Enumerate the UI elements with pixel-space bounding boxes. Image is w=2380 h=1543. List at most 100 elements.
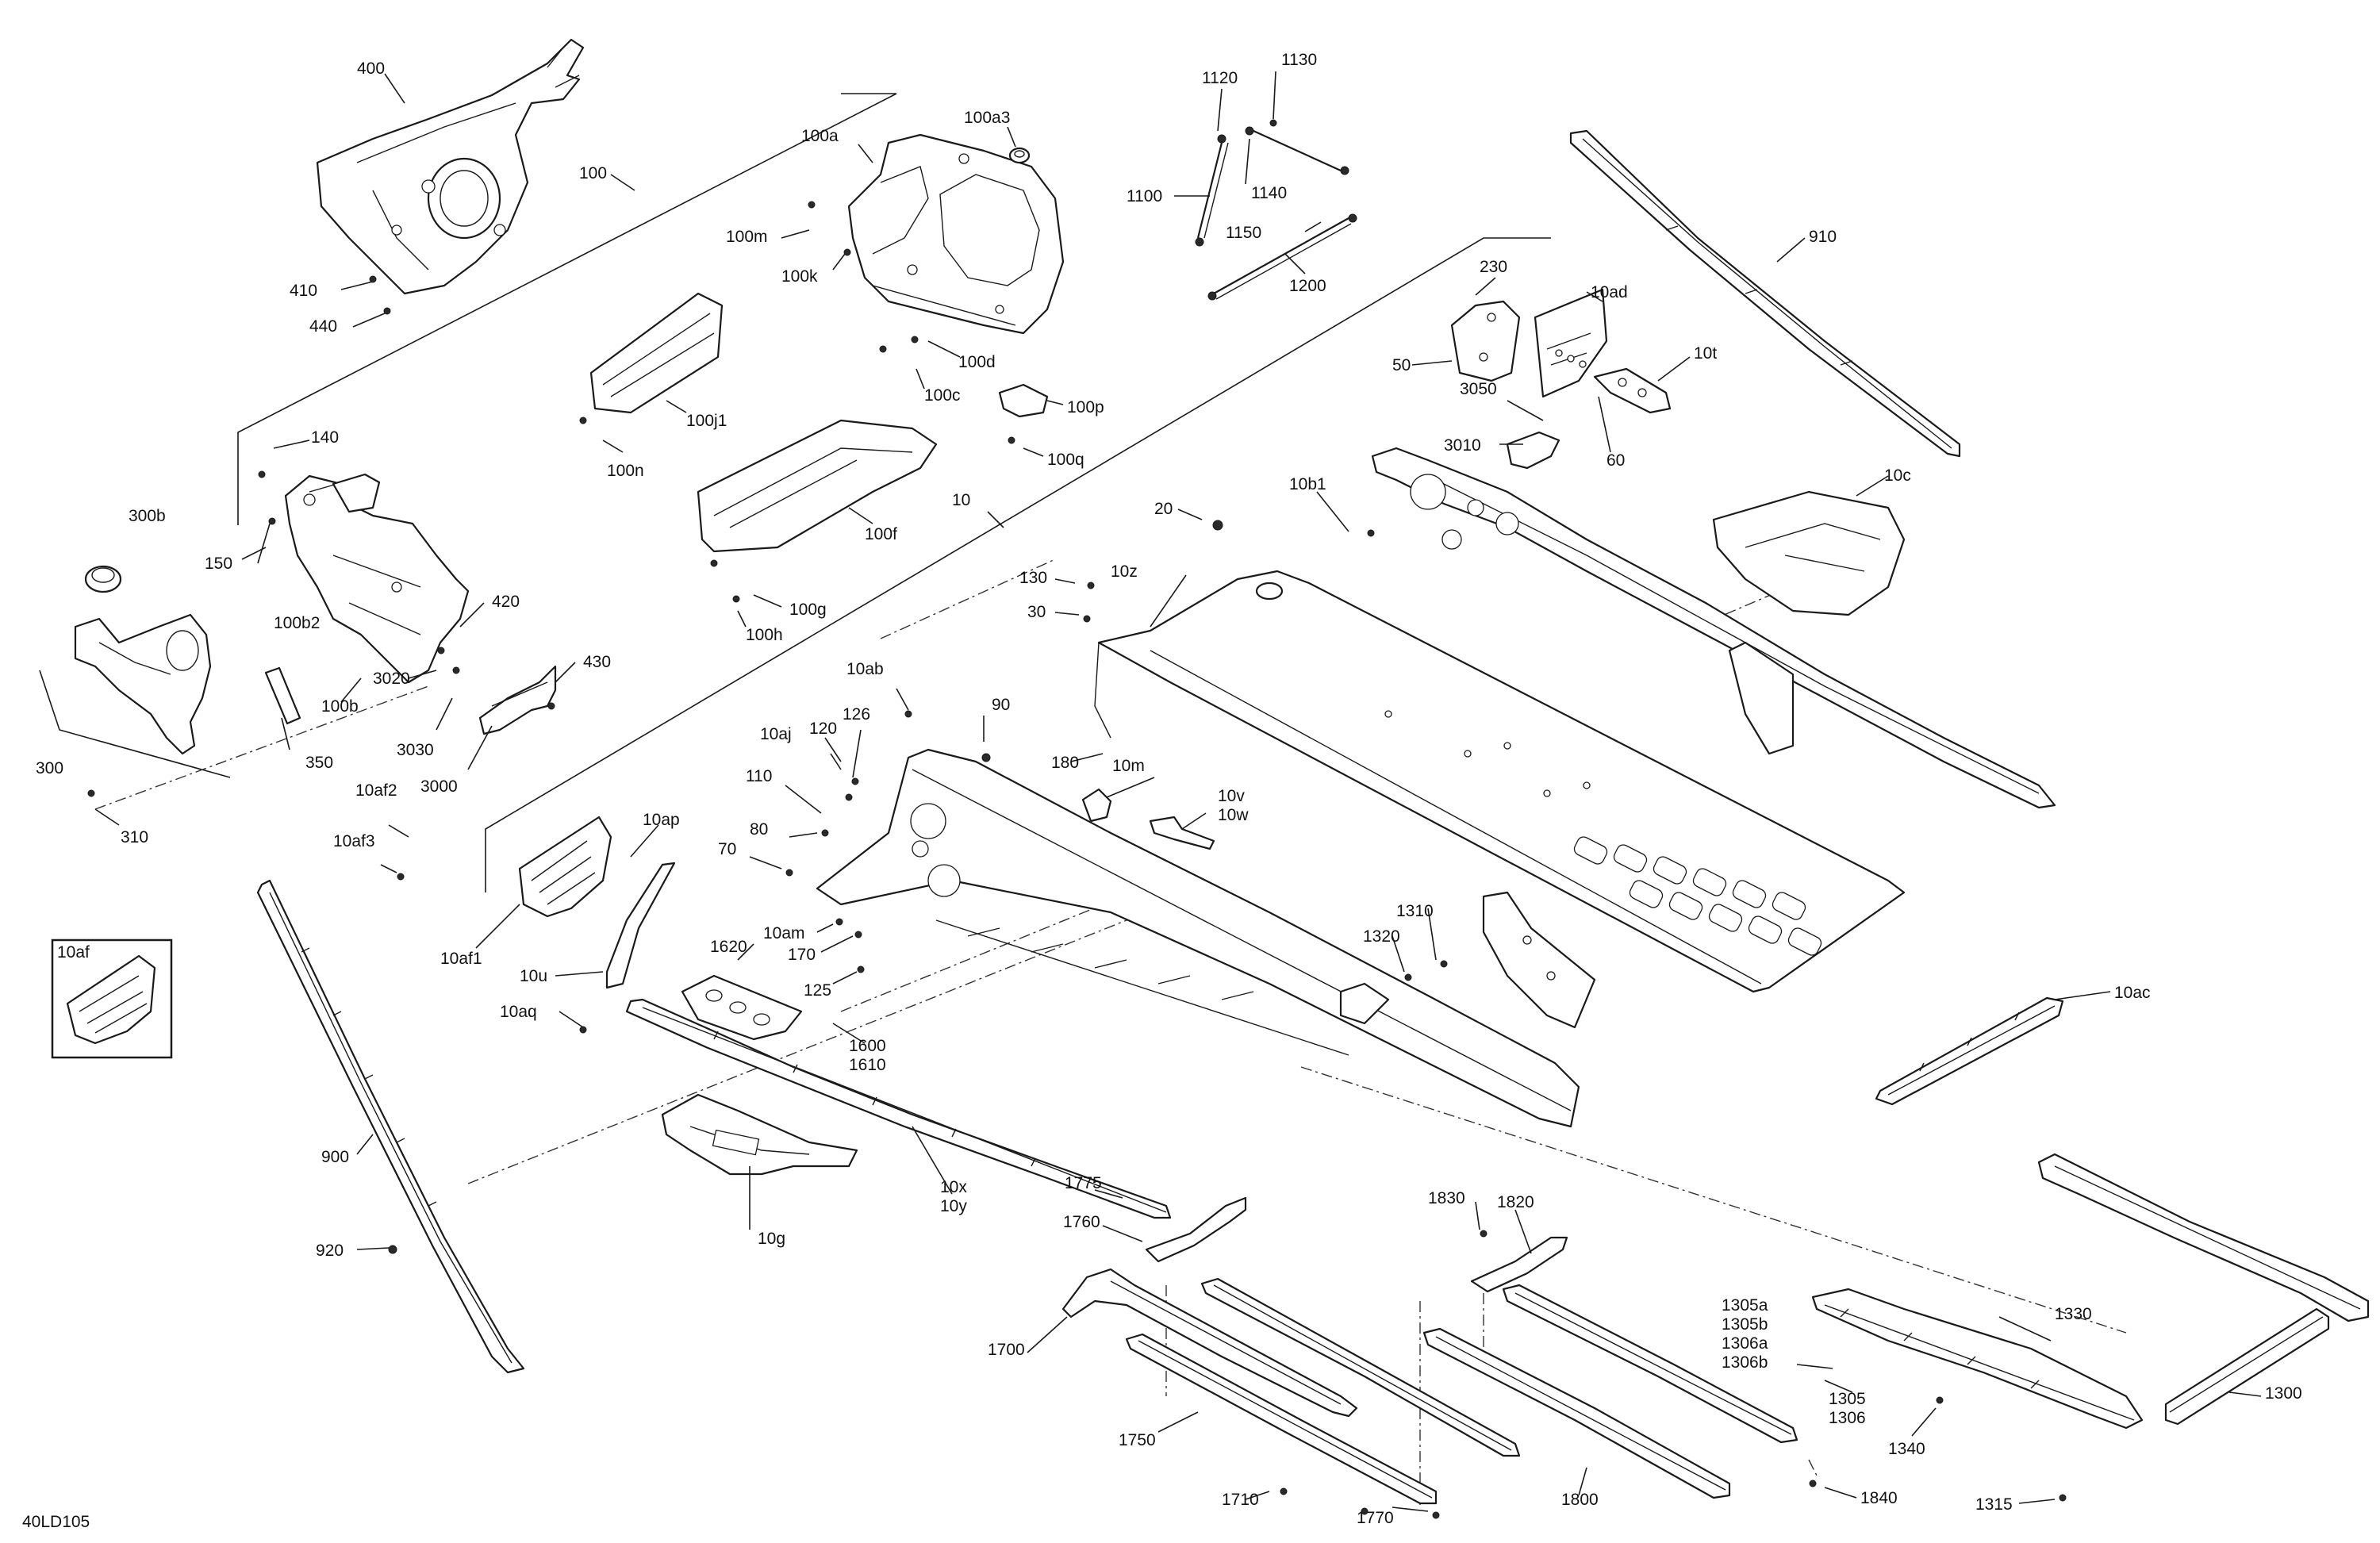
callout-70: 70	[718, 840, 736, 858]
callout-100h: 100h	[746, 626, 783, 644]
callout-1306: 1306	[1829, 1409, 1866, 1427]
part-400-steering-frame	[316, 38, 585, 295]
tunnel-cooler-slots	[1573, 836, 1822, 956]
part-910-rail	[1569, 129, 1961, 458]
assembly-10-bracket	[485, 237, 1551, 892]
part-10-right-triangle-bracket	[1482, 891, 1596, 1029]
callout-10v: 10v	[1218, 787, 1245, 805]
callout-1750: 1750	[1119, 1431, 1156, 1449]
callout-90: 90	[992, 696, 1010, 714]
callout-1600: 1600	[849, 1037, 886, 1055]
callout-100m: 100m	[726, 228, 768, 246]
callout-10x: 10x	[940, 1178, 967, 1196]
part-1100-rod	[1195, 134, 1229, 247]
callout-10g: 10g	[758, 1230, 785, 1248]
callout-1840: 1840	[1860, 1489, 1898, 1507]
callout-410: 410	[290, 282, 317, 300]
callout-10u: 10u	[520, 967, 547, 985]
part-3010-clip	[1506, 431, 1560, 470]
part-10u-strut	[605, 862, 676, 989]
part-1710-step	[1200, 1277, 1521, 1457]
callout-420: 420	[492, 593, 520, 611]
callout-100n: 100n	[607, 462, 644, 480]
callout-1710: 1710	[1222, 1491, 1259, 1509]
part-1330-rail	[1811, 1288, 2144, 1430]
part-100j1-plate	[589, 292, 724, 414]
part-1305-step	[1502, 1284, 1798, 1444]
part-10t-plate	[1593, 367, 1672, 414]
callout-50: 50	[1392, 356, 1411, 374]
callout-1305a: 1305a	[1722, 1296, 1768, 1315]
callout-10aj: 10aj	[760, 725, 792, 743]
part-1330b-rail	[2037, 1153, 2370, 1322]
callout-1340: 1340	[1888, 1440, 1925, 1458]
callout-126: 126	[843, 705, 870, 724]
callout-1310: 1310	[1396, 902, 1434, 920]
callout-180: 180	[1051, 754, 1079, 772]
leader-lines	[94, 71, 2262, 1512]
callout-10b1: 10b1	[1289, 475, 1326, 493]
callout-3030: 3030	[397, 741, 434, 759]
callout-10am: 10am	[763, 924, 805, 942]
callout-10aq: 10aq	[500, 1003, 537, 1021]
callout-10y: 10y	[940, 1197, 967, 1215]
drawing-code: 40LD105	[22, 1513, 90, 1531]
callout-1305b: 1305b	[1722, 1315, 1768, 1334]
callout-100f: 100f	[865, 525, 897, 543]
part-1600-strip	[625, 998, 1172, 1219]
callout-1100: 1100	[1127, 187, 1162, 205]
part-300-spindle-support	[74, 613, 212, 755]
callout-1620: 1620	[710, 938, 747, 956]
callout-100k: 100k	[781, 267, 818, 286]
callout-30: 30	[1027, 603, 1046, 621]
callout-310: 310	[121, 828, 148, 846]
alignment-lines	[94, 551, 2127, 1507]
callout-1700: 1700	[988, 1341, 1025, 1359]
part-100f-tray	[697, 419, 938, 553]
callout-100p: 100p	[1067, 398, 1104, 416]
callout-900: 900	[321, 1148, 349, 1166]
part-1800-step	[1422, 1327, 1731, 1499]
callout-350: 350	[305, 754, 333, 772]
part-100a-bulkhead	[847, 133, 1065, 335]
part-1300-bar	[2164, 1307, 2330, 1426]
callout-1820: 1820	[1497, 1193, 1534, 1211]
callout-3010: 3010	[1444, 436, 1481, 455]
callout-1610: 1610	[849, 1056, 886, 1074]
callout-10: 10	[952, 491, 970, 509]
callout-3000: 3000	[420, 777, 458, 796]
assembly-100-bracket	[237, 93, 897, 525]
callout-20: 20	[1154, 500, 1173, 518]
callout-230: 230	[1480, 258, 1507, 276]
callout-130: 130	[1019, 569, 1047, 587]
callout-1150: 1150	[1226, 224, 1261, 242]
inset-10af-label: 10af	[57, 943, 90, 961]
callout-170: 170	[788, 946, 816, 964]
callout-1306a: 1306a	[1722, 1334, 1768, 1353]
part-1200-rod	[1207, 213, 1357, 301]
callout-10c: 10c	[1884, 466, 1911, 485]
part-1700-running-board	[1061, 1268, 1358, 1418]
inset-10af	[51, 938, 173, 1059]
callout-1800: 1800	[1561, 1491, 1599, 1509]
callout-100j1: 100j1	[686, 412, 727, 430]
fasteners	[87, 201, 2067, 1519]
part-10m-bracket	[1081, 788, 1112, 823]
part-50-bracket	[1450, 300, 1521, 382]
callout-100d: 100d	[958, 353, 996, 371]
callout-110: 110	[746, 767, 772, 785]
part-100a3-grommet	[1008, 147, 1031, 164]
callout-1306b: 1306b	[1722, 1353, 1768, 1372]
part-3000-bracket	[478, 665, 557, 735]
callout-100g: 100g	[789, 601, 827, 619]
callout-100q: 100q	[1047, 451, 1084, 469]
callout-150: 150	[205, 555, 232, 573]
part-100b-spindle-frame	[284, 473, 470, 684]
callout-10m: 10m	[1112, 757, 1145, 775]
callout-1320: 1320	[1363, 927, 1400, 946]
part-10ac-rail	[1875, 996, 2064, 1106]
callout-1130: 1130	[1281, 51, 1317, 69]
part-10ad-bracket	[1534, 288, 1608, 398]
callout-3050: 3050	[1460, 380, 1497, 398]
